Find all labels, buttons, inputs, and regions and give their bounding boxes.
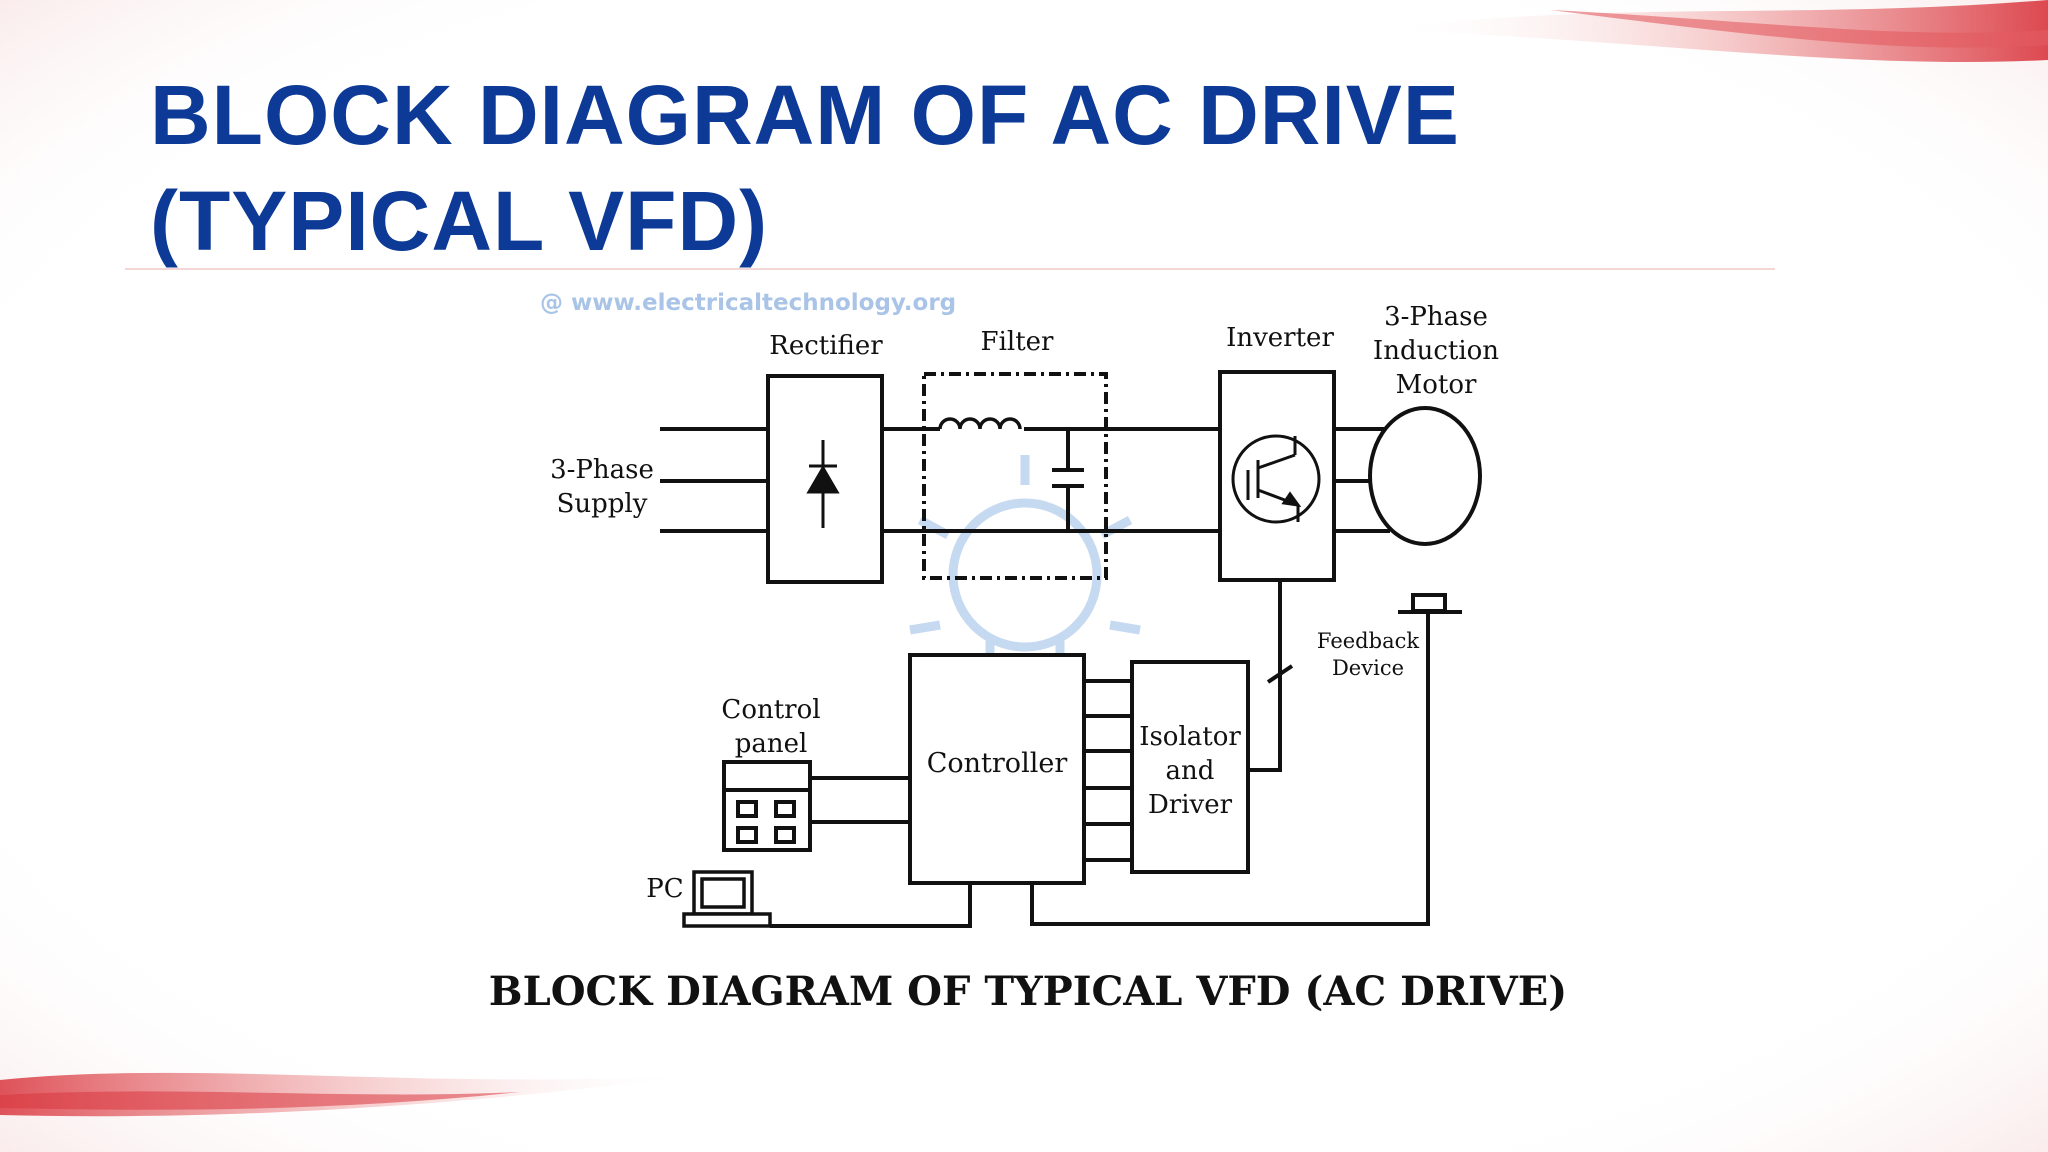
control-panel-label-line-2: panel	[735, 729, 808, 759]
bottom-wiring	[770, 612, 1430, 928]
rectifier-label: Rectifier	[769, 331, 883, 361]
keypad-icon	[722, 760, 812, 852]
isolator-label-line-2: and	[1166, 756, 1215, 786]
controller-driver-bus	[1084, 679, 1132, 862]
supply-lines	[660, 427, 768, 533]
title-divider	[125, 268, 1775, 270]
isolator-driver-block	[1130, 660, 1250, 874]
filter-label: Filter	[981, 327, 1055, 357]
inverter-block	[1218, 370, 1336, 582]
motor-label-line-2: Induction	[1373, 336, 1499, 366]
supply-label-line-2: Supply	[557, 489, 648, 519]
controller-block	[908, 653, 1086, 885]
control-panel-label-line-1: Control	[721, 695, 820, 725]
igbt-icon	[1231, 434, 1321, 524]
feedback-device-icon	[1398, 593, 1462, 614]
motor-label-line-3: Motor	[1396, 370, 1477, 400]
induction-motor	[1368, 406, 1482, 546]
feedback-label-line-1: Feedback	[1317, 629, 1419, 653]
slide-title: BLOCK DIAGRAM OF AC DRIVE (TYPICAL VFD)	[150, 62, 1460, 274]
slide-title-line-1: BLOCK DIAGRAM OF AC DRIVE	[150, 68, 1460, 162]
diagram-caption: BLOCK DIAGRAM OF TYPICAL VFD (AC DRIVE)	[489, 968, 1567, 1015]
feedback-label-line-2: Device	[1332, 656, 1404, 680]
pc-label: PC	[646, 874, 683, 904]
laptop-icon	[682, 870, 772, 928]
watermark-text: @ www.electricaltechnology.org	[540, 290, 956, 316]
slide-title-line-2: (TYPICAL VFD)	[150, 174, 769, 268]
supply-label-line-1: 3-Phase	[550, 455, 654, 485]
dc-bus-lines	[882, 427, 1220, 533]
isolator-label-line-3: Driver	[1148, 790, 1233, 820]
filter-block	[922, 372, 1108, 580]
motor-label-line-1: 3-Phase	[1384, 302, 1488, 332]
inductor-icon	[938, 417, 1024, 436]
gate-signal-line	[1248, 580, 1294, 772]
motor-lines	[1334, 427, 1390, 533]
controller-label: Controller	[927, 748, 1068, 779]
control-panel-links	[810, 776, 910, 824]
diode-icon	[806, 440, 840, 528]
capacitor-icon	[1052, 429, 1084, 531]
isolator-label-line-1: Isolator	[1139, 722, 1241, 752]
inverter-label: Inverter	[1226, 323, 1334, 353]
